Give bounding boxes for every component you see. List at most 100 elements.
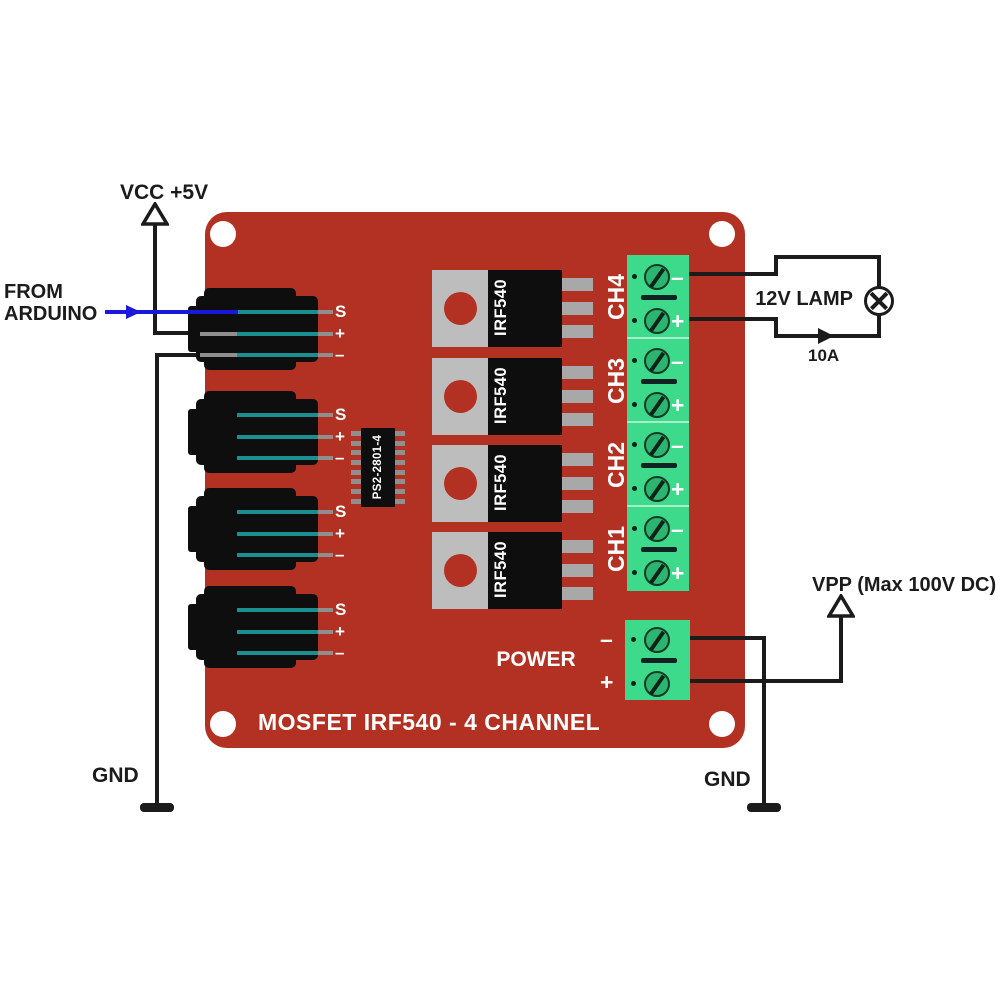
power-plus-wire: [688, 679, 843, 683]
input-connector-3: S + –: [188, 488, 360, 570]
terminal-ch2: – +: [627, 423, 689, 507]
gnd-left-symbol-icon: [140, 803, 174, 812]
mosfet-leg: [562, 500, 593, 513]
terminal-plus-label: +: [671, 308, 685, 334]
pin-trace: [237, 630, 319, 634]
pin-label-s: S: [335, 502, 347, 521]
power-terminal-block: [625, 620, 690, 700]
mosfet-leg: [562, 564, 593, 577]
pin-dot: [632, 274, 637, 279]
gnd-left-wire-horizontal: [155, 353, 206, 357]
mosfet-body: [488, 270, 562, 347]
ch4-minus-wire: [682, 272, 778, 276]
pin-contact: [318, 310, 333, 314]
pin-trace: [237, 553, 319, 557]
arduino-signal-arrow-icon: [126, 305, 141, 319]
connector-housing: [204, 488, 296, 570]
ic-pin: [395, 470, 405, 475]
channel-label-ch3: CH3: [603, 358, 629, 405]
terminal-separator: [641, 463, 677, 468]
mosfet-leg: [562, 453, 593, 466]
pin-trace: [237, 353, 319, 357]
terminal-minus-label: –: [671, 432, 684, 458]
pin-contact: [318, 353, 333, 357]
terminal-screw: [644, 560, 670, 586]
vcc-label: VCC +5V: [120, 181, 209, 204]
power-minus-wire: [688, 636, 766, 640]
pin-contact: [318, 510, 333, 514]
mosfet-ch4: IRF540: [432, 270, 594, 347]
lamp-icon: [864, 286, 894, 316]
gnd-left-label: GND: [92, 764, 139, 787]
channel-label-ch1: CH1: [603, 526, 629, 573]
vpp-label: VPP (Max 100V DC): [812, 574, 997, 596]
pin-label-s: S: [335, 405, 347, 424]
pin-trace: [237, 456, 319, 460]
ic-pin: [351, 431, 361, 436]
from-arduino-label-line1: FROM: [4, 281, 63, 303]
ic-pin: [395, 489, 405, 494]
mosfet-leg: [562, 325, 593, 338]
ic-pin: [395, 460, 405, 465]
ic-pin: [351, 470, 361, 475]
board-title: MOSFET IRF540 - 4 CHANNEL: [258, 709, 601, 735]
ic-pin: [351, 441, 361, 446]
ic-body: [361, 428, 395, 507]
input-connector-2: S + –: [188, 391, 360, 473]
pin-contact: [318, 630, 333, 634]
mosfet-body: [488, 445, 562, 522]
ic-pin: [351, 450, 361, 455]
pin-label-minus: –: [335, 345, 345, 364]
screw-slot: [649, 674, 665, 695]
pin-trace: [237, 510, 319, 514]
mosfet-mounting-hole: [444, 292, 477, 325]
output-terminal-block: – + – + – +: [627, 255, 689, 591]
lamp-loop-right-upper: [877, 255, 881, 288]
pin-contact: [318, 651, 333, 655]
pin-dot: [631, 681, 636, 686]
pin-contact: [318, 435, 333, 439]
input-connector-1: S + –: [188, 288, 360, 370]
connector-housing: [188, 409, 200, 455]
mounting-hole-top-right: [709, 221, 735, 247]
terminal-screw: [644, 308, 670, 334]
mosfet-leg: [562, 302, 593, 315]
terminal-screw: [644, 432, 670, 458]
mounting-hole-bottom-left: [210, 711, 236, 737]
lamp-loop-left-lower: [774, 317, 778, 338]
terminal-screw: [644, 476, 670, 502]
screw-slot: [649, 630, 665, 651]
pin-trace: [237, 310, 319, 314]
pin-label-plus: +: [335, 524, 345, 543]
vcc-arrow-icon: [141, 202, 169, 226]
mosfet-body: [488, 358, 562, 435]
connector-housing: [188, 306, 200, 352]
pin-dot: [632, 486, 637, 491]
mosfet-mounting-hole: [444, 380, 477, 413]
terminal-screw: [644, 264, 670, 290]
pin-label-plus: +: [335, 324, 345, 343]
pin-contact: [318, 413, 333, 417]
pin-dot: [631, 637, 636, 642]
terminal-ch1: – +: [627, 507, 689, 591]
terminal-separator: [641, 295, 677, 300]
pin-label-plus: +: [335, 427, 345, 446]
pin-contact: [318, 532, 333, 536]
screw-slot: [649, 479, 665, 500]
mosfet-leg: [562, 540, 593, 553]
arduino-signal-wire: [105, 310, 238, 314]
vpp-wire-vertical: [839, 616, 843, 683]
screw-slot: [649, 563, 665, 584]
mosfet-ch2: IRF540: [432, 445, 594, 522]
pin-contact: [318, 553, 333, 557]
screw-slot: [649, 395, 665, 416]
mosfet-label: IRF540: [492, 278, 510, 336]
pin-trace: [237, 435, 319, 439]
channel-label-ch2: CH2: [603, 442, 629, 489]
connector-housing: [204, 288, 296, 370]
fuse-current-label: 10A: [808, 346, 840, 365]
pin-label-minus: –: [335, 448, 345, 467]
gnd-right-wire-vertical: [762, 636, 766, 806]
gnd-right-label: GND: [704, 768, 751, 791]
